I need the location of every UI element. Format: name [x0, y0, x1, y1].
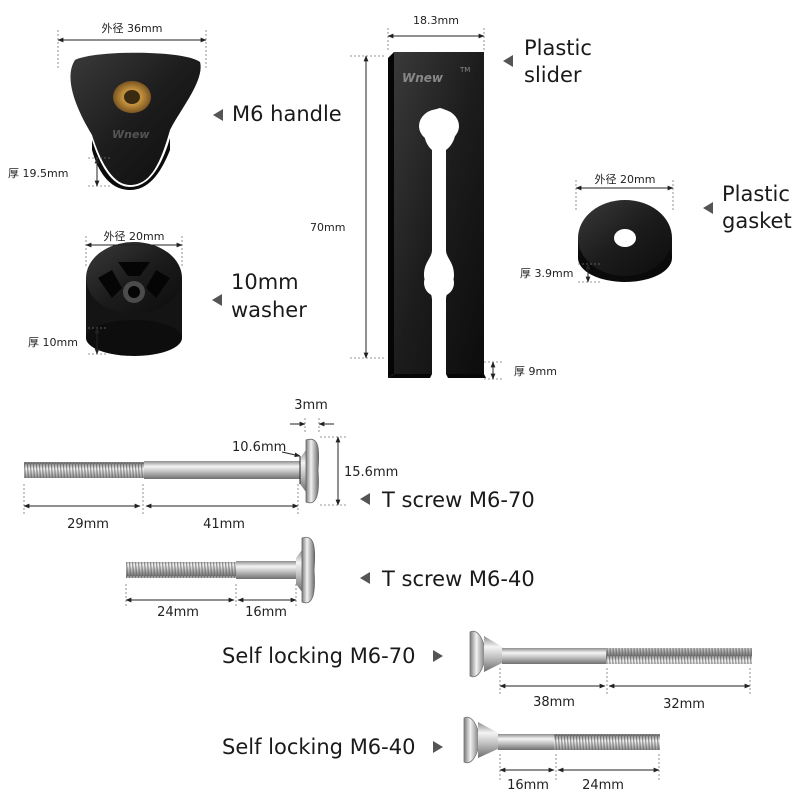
- pointer-arrow-icon: [433, 741, 443, 753]
- gasket-diameter-label: 外径 20mm: [595, 173, 656, 186]
- t-screw-m6-70: [24, 438, 320, 504]
- t40-thread-length-label: 24mm: [157, 605, 199, 620]
- t70-head-thickness-label: 3mm: [294, 398, 328, 413]
- t70-shank-length-label: 41mm: [203, 517, 245, 532]
- pointer-arrow-icon: [213, 109, 223, 121]
- plastic-gasket: [578, 200, 672, 282]
- washer-label-line2: washer: [231, 298, 307, 322]
- washer-diameter-label: 外径 20mm: [104, 230, 165, 243]
- svg-text:TM: TM: [459, 66, 470, 74]
- slider-width-label: 18.3mm: [413, 14, 459, 27]
- gasket-thickness-label: 厚 3.9mm: [520, 267, 573, 280]
- pointer-arrow-icon: [503, 55, 513, 67]
- t70-thread-length-label: 29mm: [67, 517, 109, 532]
- slider-thickness-label: 厚 9mm: [514, 365, 557, 378]
- handle-diameter-label: 外径 36mm: [102, 22, 163, 35]
- t70-head-height-label: 15.6mm: [344, 465, 398, 480]
- t-screw-m6-40: [126, 536, 316, 604]
- handle-thickness-label: 厚 19.5mm: [8, 167, 68, 180]
- brand-logo-icon: Wnew: [112, 128, 150, 141]
- self-locking-m6-70: [469, 630, 752, 678]
- sl70-label: Self locking M6-70: [222, 644, 415, 668]
- t40-label: T screw M6-40: [381, 567, 535, 591]
- slider-label-line1: Plastic: [524, 36, 592, 60]
- gasket-label-line1: Plastic: [722, 182, 790, 206]
- washer-10mm: [86, 242, 182, 356]
- slider-length-label: 70mm: [310, 221, 345, 234]
- svg-text:Wnew: Wnew: [402, 71, 444, 85]
- pointer-arrow-icon: [212, 294, 222, 306]
- gasket-label-line2: gasket: [722, 209, 792, 233]
- handle-label: M6 handle: [232, 102, 342, 126]
- brand-logo-icon: Wnew TM: [402, 66, 470, 85]
- sl40-thread-length-label: 24mm: [582, 778, 624, 793]
- m6-handle: Wnew: [70, 52, 201, 190]
- pointer-arrow-icon: [433, 650, 443, 662]
- sl70-thread-length-label: 32mm: [663, 697, 705, 712]
- slider-label-line2: slider: [524, 63, 582, 87]
- sl40-label: Self locking M6-40: [222, 735, 415, 759]
- t70-head-inner-label: 10.6mm: [232, 440, 286, 455]
- t70-label: T screw M6-70: [381, 488, 535, 512]
- sl40-shank-length-label: 16mm: [507, 778, 549, 793]
- t40-shank-length-label: 16mm: [245, 605, 287, 620]
- plastic-slider: Wnew TM: [388, 52, 486, 378]
- pointer-arrow-icon: [360, 572, 370, 584]
- self-locking-m6-40: [463, 716, 660, 764]
- washer-thickness-label: 厚 10mm: [28, 336, 78, 349]
- washer-label-line1: 10mm: [231, 270, 299, 294]
- pointer-arrow-icon: [703, 202, 713, 214]
- sl70-shank-length-label: 38mm: [533, 695, 575, 710]
- pointer-arrow-icon: [360, 493, 370, 505]
- svg-text:Wnew: Wnew: [112, 128, 150, 141]
